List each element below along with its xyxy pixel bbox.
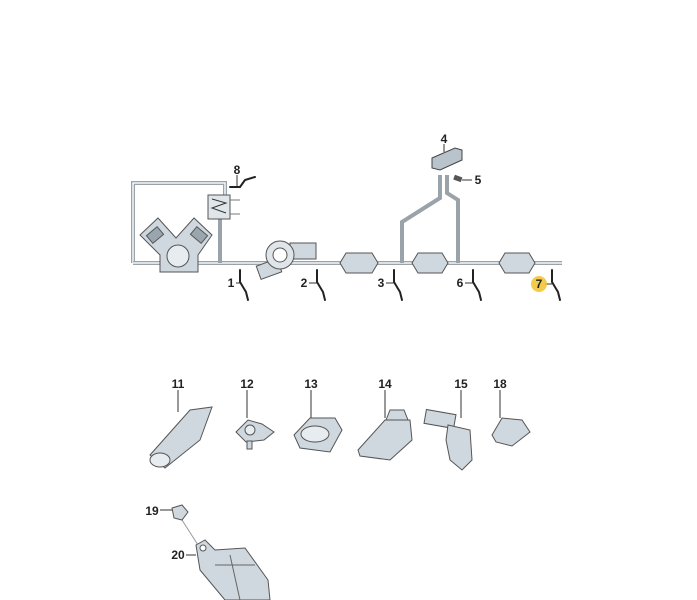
sensor-2-icon — [316, 269, 326, 301]
callout-18[interactable]: 18 — [493, 377, 507, 391]
part-11-heat-shield[interactable] — [149, 406, 213, 469]
part-13-clamp[interactable] — [293, 417, 343, 453]
callout-7[interactable]: 7 — [536, 277, 543, 291]
sensor-3-icon — [393, 269, 403, 301]
sensor-7-icon — [551, 269, 561, 301]
callout-14[interactable]: 14 — [378, 377, 392, 391]
callout-2[interactable]: 2 — [301, 276, 308, 290]
callout-3[interactable]: 3 — [378, 276, 385, 290]
catalytic-converter-icon — [339, 252, 379, 274]
sensor-6-icon — [472, 269, 482, 301]
mounting-parts — [149, 406, 531, 600]
part-18-clip[interactable] — [491, 417, 531, 447]
sensor-8-icon — [229, 176, 256, 188]
callout-20[interactable]: 20 — [171, 548, 185, 562]
callout-labels: 8 4 5 1 2 3 6 7 11 12 13 14 15 18 19 20 — [145, 132, 542, 562]
leader-lines — [160, 144, 552, 556]
part-20-bracket[interactable] — [195, 539, 271, 600]
turbocharger-icon — [255, 240, 317, 280]
part-12-clip[interactable] — [235, 419, 275, 450]
callout-1[interactable]: 1 — [228, 276, 235, 290]
exhaust-system-schematic — [131, 147, 562, 301]
callout-8[interactable]: 8 — [234, 163, 241, 177]
callout-11[interactable]: 11 — [172, 377, 185, 391]
part-19-nut[interactable] — [171, 504, 189, 521]
callout-4[interactable]: 4 — [441, 132, 448, 146]
catalytic-converter-icon — [498, 252, 536, 274]
callout-6[interactable]: 6 — [457, 276, 464, 290]
callout-19[interactable]: 19 — [145, 504, 159, 518]
particulate-filter-icon — [411, 252, 449, 274]
callout-15[interactable]: 15 — [454, 377, 468, 391]
part-14-bracket[interactable] — [357, 409, 413, 461]
pressure-sensor-icon — [431, 147, 463, 183]
egr-cooler-icon — [207, 194, 240, 220]
sensor-1-icon — [239, 269, 249, 301]
part-15-holder[interactable] — [423, 408, 473, 471]
bolt-icon — [453, 174, 463, 183]
callout-12[interactable]: 12 — [240, 377, 254, 391]
highlight-marker — [531, 276, 547, 292]
callout-5[interactable]: 5 — [475, 173, 482, 187]
engine-icon — [139, 217, 213, 273]
callout-13[interactable]: 13 — [304, 377, 318, 391]
